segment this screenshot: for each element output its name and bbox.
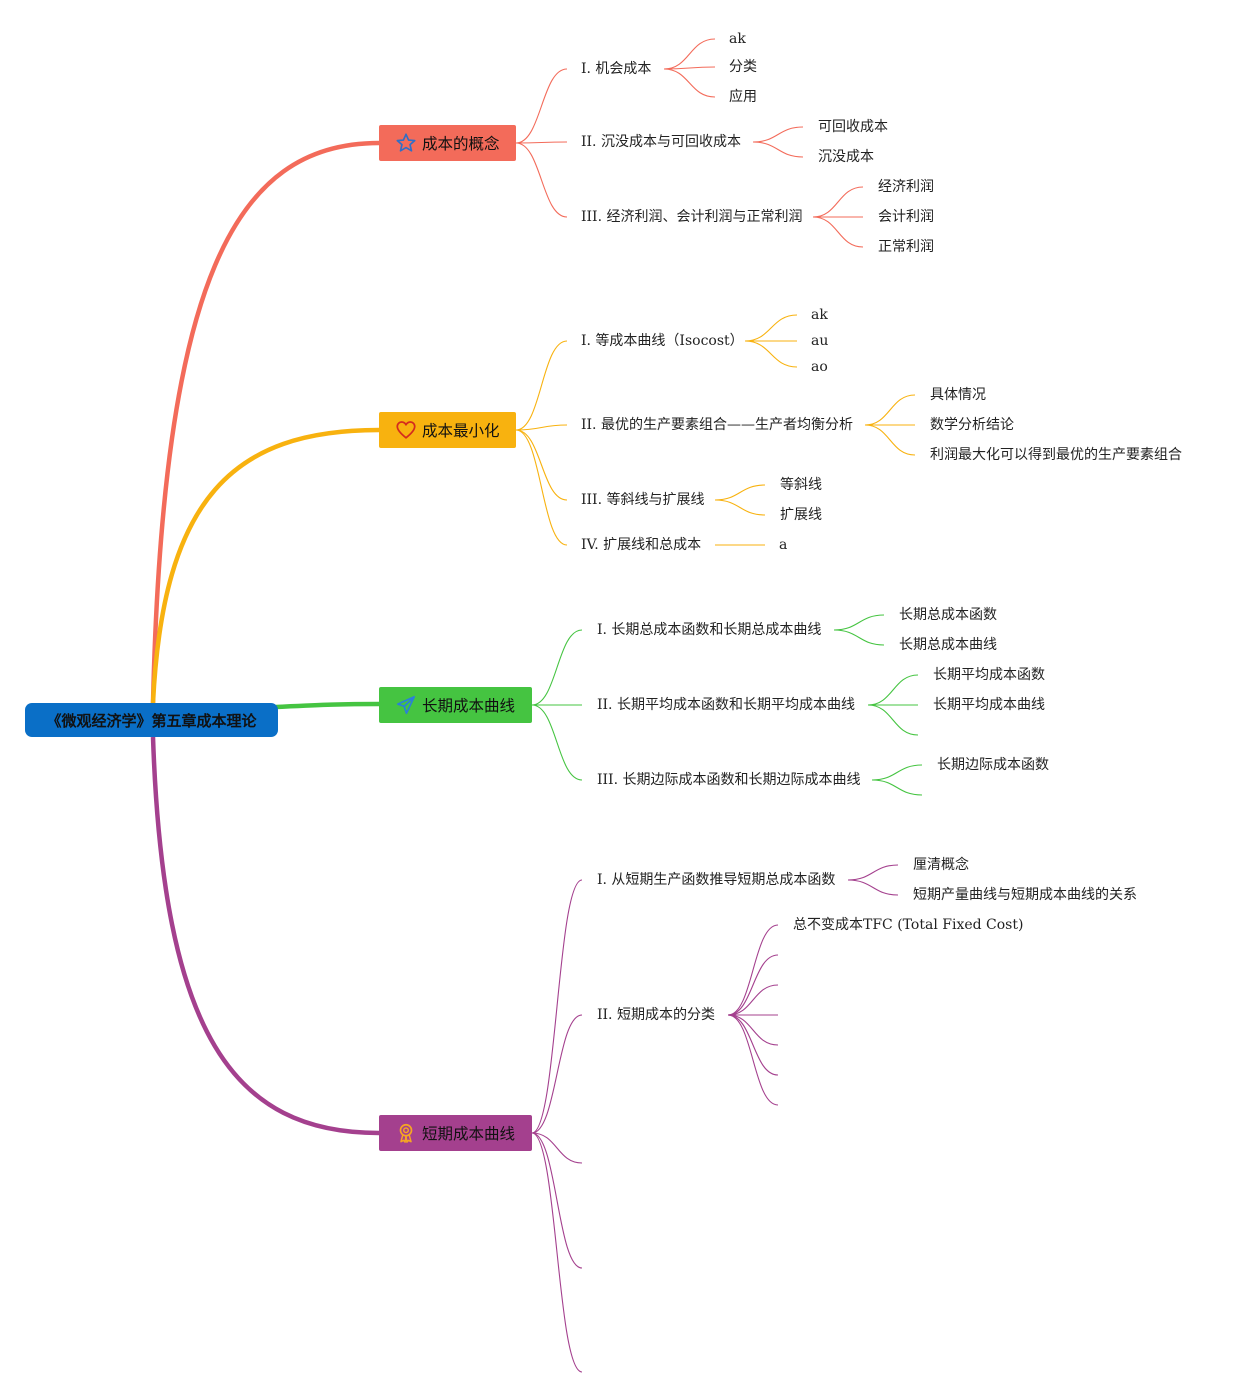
- leaf-node[interactable]: 正常利润: [878, 239, 934, 255]
- leaf-connector: [867, 674, 919, 706]
- leaf-connector: [867, 704, 919, 736]
- leaf-connector: [744, 340, 798, 368]
- subtopic-expansion-total-cost[interactable]: IV. 扩展线和总成本: [581, 537, 702, 553]
- topic-long-run-cost-curve[interactable]: 长期成本曲线: [379, 687, 532, 723]
- root-connector: [150, 140, 380, 704]
- leaf-connector: [727, 1014, 779, 1106]
- leaf-connector: [714, 484, 766, 501]
- leaf-connector: [714, 499, 766, 516]
- leaf-connector: [864, 394, 916, 426]
- subtopic-isocline-expansion[interactable]: III. 等斜线与扩展线: [581, 492, 705, 508]
- leaf-connector: [833, 629, 885, 646]
- leaf-node[interactable]: 等斜线: [780, 477, 822, 493]
- leaf-node[interactable]: a: [779, 537, 788, 553]
- leaf-node[interactable]: au: [811, 333, 829, 349]
- leaf-connector: [744, 314, 798, 342]
- leaf-node[interactable]: 长期平均成本曲线: [933, 697, 1045, 713]
- topic-cost-minimization[interactable]: 成本最小化: [379, 412, 516, 448]
- subtopic-connector: [515, 429, 568, 501]
- topic-label: 短期成本曲线: [422, 1125, 516, 1143]
- subtopic-producer-equilibrium[interactable]: II. 最优的生产要素组合——生产者均衡分析: [581, 417, 853, 433]
- leaf-connector: [833, 614, 885, 631]
- subtopic-connector: [531, 1132, 583, 1164]
- leaf-connector: [752, 141, 804, 158]
- subtopic-isocost[interactable]: I. 等成本曲线（Isocost）: [581, 333, 744, 349]
- subtopic-connector: [531, 1132, 583, 1373]
- subtopic-lmc[interactable]: III. 长期边际成本函数和长期边际成本曲线: [597, 772, 861, 788]
- award-ribbon-icon: [395, 1122, 417, 1144]
- subtopic-stc-derivation[interactable]: I. 从短期生产函数推导短期总成本函数: [597, 872, 836, 888]
- leaf-connector: [871, 779, 923, 796]
- leaf-node[interactable]: 分类: [729, 59, 757, 75]
- leaf-node[interactable]: 具体情况: [930, 387, 986, 403]
- topic-label: 成本的概念: [422, 135, 500, 153]
- root-connector: [275, 701, 380, 710]
- subtopic-connector: [531, 879, 583, 1134]
- leaf-connector: [847, 879, 899, 896]
- topic-label: 长期成本曲线: [422, 697, 516, 715]
- leaf-node[interactable]: ak: [729, 31, 746, 47]
- subtopic-connector: [515, 141, 568, 144]
- subtopic-connector: [515, 68, 568, 144]
- leaf-connector: [812, 186, 864, 218]
- leaf-connector: [727, 954, 779, 1016]
- subtopic-connector: [531, 629, 583, 706]
- subtopic-connector: [515, 424, 568, 431]
- leaf-node[interactable]: 数学分析结论: [930, 417, 1014, 433]
- leaf-connector: [663, 66, 716, 70]
- leaf-node[interactable]: ak: [811, 307, 828, 323]
- star-icon: [395, 132, 417, 154]
- subtopic-connector: [515, 142, 568, 218]
- leaf-node[interactable]: 应用: [729, 89, 757, 105]
- topic-short-run-cost-curve[interactable]: 短期成本曲线: [379, 1115, 532, 1151]
- heart-icon: [395, 419, 417, 441]
- topic-label: 成本最小化: [422, 422, 500, 440]
- leaf-node[interactable]: 厘清概念: [913, 857, 969, 873]
- subtopic-connector: [515, 340, 568, 431]
- leaf-node[interactable]: 短期产量曲线与短期成本曲线的关系: [913, 887, 1137, 903]
- subtopic-sunk-cost[interactable]: II. 沉没成本与可回收成本: [581, 134, 741, 150]
- subtopic-connector: [531, 1132, 583, 1269]
- subtopic-economic-profit[interactable]: III. 经济利润、会计利润与正常利润: [581, 209, 803, 225]
- leaf-node[interactable]: 长期总成本函数: [899, 607, 997, 623]
- leaf-node[interactable]: 总不变成本TFC (Total Fixed Cost): [793, 917, 1024, 933]
- subtopic-connector: [515, 429, 568, 546]
- root-connector: [150, 736, 380, 1136]
- leaf-node[interactable]: 长期边际成本函数: [937, 757, 1049, 773]
- subtopic-connector: [531, 1014, 583, 1134]
- subtopic-short-run-cost-types[interactable]: II. 短期成本的分类: [597, 1007, 715, 1023]
- leaf-connector: [871, 764, 923, 781]
- leaf-node[interactable]: 沉没成本: [818, 149, 874, 165]
- leaf-connector: [727, 1014, 779, 1046]
- leaf-connector: [864, 424, 916, 456]
- leaf-connector: [663, 38, 716, 70]
- root-label: 《微观经济学》第五章成本理论: [46, 711, 257, 730]
- leaf-node[interactable]: 可回收成本: [818, 119, 888, 135]
- leaf-connector: [727, 984, 779, 1016]
- subtopic-ltc[interactable]: I. 长期总成本函数和长期总成本曲线: [597, 622, 822, 638]
- subtopic-opportunity-cost[interactable]: I. 机会成本: [581, 61, 652, 77]
- topic-cost-concept[interactable]: 成本的概念: [379, 125, 516, 161]
- leaf-node[interactable]: 长期总成本曲线: [899, 637, 997, 653]
- subtopic-connector: [531, 704, 583, 781]
- root-connector: [150, 427, 380, 704]
- leaf-connector: [727, 924, 779, 1016]
- leaf-node[interactable]: 利润最大化可以得到最优的生产要素组合: [930, 447, 1182, 463]
- subtopic-lac[interactable]: II. 长期平均成本函数和长期平均成本曲线: [597, 697, 855, 713]
- leaf-node[interactable]: ao: [811, 359, 828, 375]
- leaf-connector: [727, 1014, 779, 1076]
- leaf-node[interactable]: 会计利润: [878, 209, 934, 225]
- leaf-node[interactable]: 扩展线: [780, 507, 822, 523]
- leaf-node[interactable]: 经济利润: [878, 179, 934, 195]
- root-node[interactable]: 《微观经济学》第五章成本理论: [25, 703, 278, 737]
- leaf-connector: [752, 126, 804, 143]
- leaf-node[interactable]: 长期平均成本函数: [933, 667, 1045, 683]
- leaf-connector: [812, 216, 864, 248]
- paper-plane-icon: [395, 694, 417, 716]
- leaf-connector: [847, 864, 899, 881]
- leaf-connector: [663, 68, 716, 98]
